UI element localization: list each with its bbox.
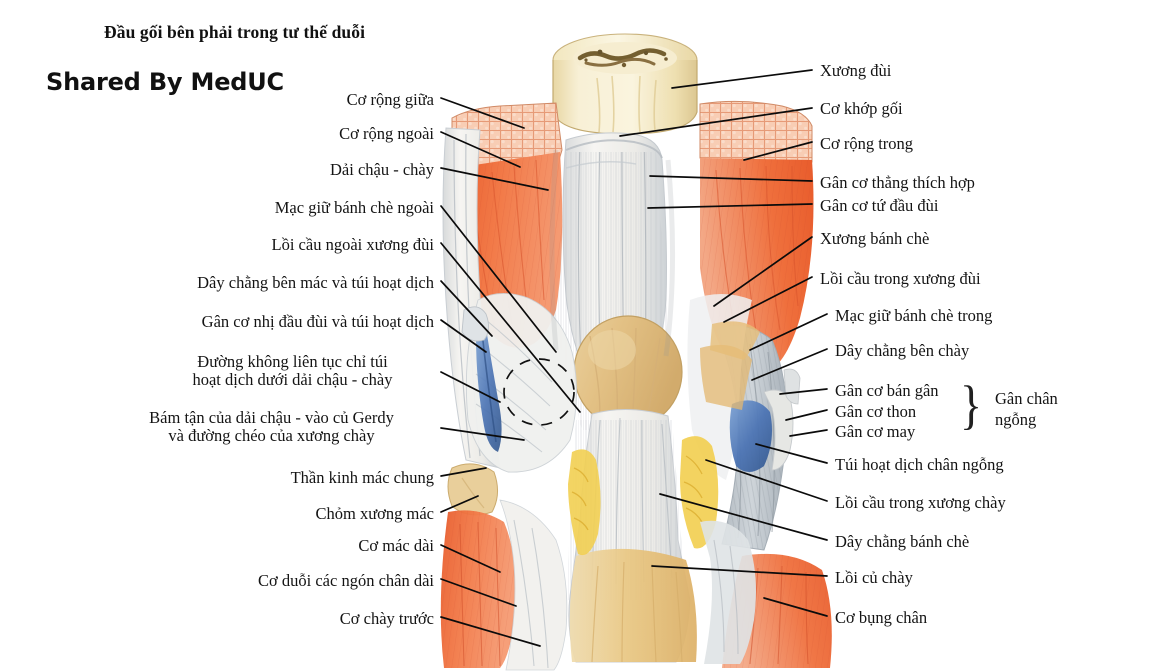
label-day-chang-banh-che: Dây chằng bánh chè — [835, 532, 970, 551]
infrapatellar-fat-pad — [568, 436, 719, 556]
pes-anserinus — [729, 369, 800, 472]
label-day-chang-ben-chay: Dây chằng bên chày — [835, 341, 970, 360]
label-co-khop-goi: Cơ khớp gối — [820, 99, 903, 118]
label-loi-cau-ngoai-xuong-dui: Lồi cầu ngoài xương đùi — [271, 235, 434, 254]
label-bam-tan-cua-dai-chau: Bám tận của dải chậu - vào củ Gerdy và đ… — [149, 408, 394, 445]
fibular-head — [448, 464, 498, 515]
medial-tibial-condyle — [700, 321, 760, 410]
label-chom-xuong-mac: Chỏm xương mác — [315, 504, 435, 523]
label-gan-co-tu-dau-dui: Gân cơ tứ đầu đùi — [820, 196, 939, 215]
label-day-chang-ben-mac: Dây chằng bên mác và túi hoạt dịch — [197, 273, 434, 292]
label-gan-co-ban-gan: Gân cơ bán gân — [835, 381, 939, 400]
fibular-collateral-ligament — [476, 328, 502, 452]
label-mac-giu-banh-che-trong: Mạc giữ bánh chè trong — [835, 306, 993, 325]
label-gan-co-nhi-dau-dui: Gân cơ nhị đầu đùi và túi hoạt dịch — [201, 312, 434, 331]
pes-anserinus-brace: } — [960, 375, 983, 435]
illustration-shading — [552, 150, 673, 356]
label-loi-cu-chay: Lồi củ chày — [835, 568, 913, 587]
lateral-leg-muscles — [440, 500, 567, 670]
label-co-chay-truoc: Cơ chày trước — [339, 609, 434, 628]
label-co-bung-chan: Cơ bụng chân — [835, 608, 928, 627]
label-gan-co-thon: Gân cơ thon — [835, 402, 917, 421]
femur-cross-section — [553, 34, 697, 134]
tibial-tuberosity — [569, 548, 697, 662]
biceps-femoris-insertion — [462, 307, 489, 341]
label-co-rong-giua: Cơ rộng giữa — [346, 90, 434, 109]
label-tui-hoat-dich-chan-ngong: Túi hoạt dịch chân ngỗng — [835, 455, 1004, 474]
label-duong-khong-lien-tuc: Đường không liên tục chỉ túi hoạt dịch d… — [192, 352, 393, 389]
label-gan-co-may: Gân cơ may — [835, 422, 916, 441]
bursa-dashed-circle — [504, 359, 574, 425]
label-mac-giu-banh-che-ngoai: Mạc giữ bánh chè ngoài — [274, 198, 434, 217]
label-loi-cau-trong-xuong-dui: Lồi cầu trong xương đùi — [820, 269, 981, 288]
label-gan-chan-ngong-line2: ngỗng — [995, 410, 1037, 429]
label-xuong-banh-che: Xương bánh chè — [820, 229, 930, 248]
label-co-rong-ngoai: Cơ rộng ngoài — [339, 124, 434, 143]
label-dai-chau-chay: Dải chậu - chày — [330, 160, 434, 179]
label-gan-chan-ngong-line1: Gân chân — [995, 389, 1058, 408]
patella — [574, 316, 682, 428]
label-loi-cau-trong-xuong-chay: Lồi cầu trong xương chày — [835, 493, 1006, 512]
figure-title: Đầu gối bên phải trong tư thế duỗi — [104, 22, 366, 42]
brand-watermark: Shared By MedUC — [46, 68, 284, 96]
gastrocnemius — [700, 520, 832, 668]
label-xuong-dui: Xương đùi — [820, 61, 892, 80]
label-co-mac-dai: Cơ mác dài — [358, 536, 434, 555]
label-co-duoi-cac-ngon-chan-dai: Cơ duỗi các ngón chân dài — [258, 571, 434, 590]
label-gan-co-thang-thich-hop: Gân cơ thẳng thích hợp — [820, 173, 975, 192]
label-co-rong-trong: Cơ rộng trong — [820, 134, 914, 153]
label-than-kinh-mac-chung: Thần kinh mác chung — [290, 468, 434, 487]
